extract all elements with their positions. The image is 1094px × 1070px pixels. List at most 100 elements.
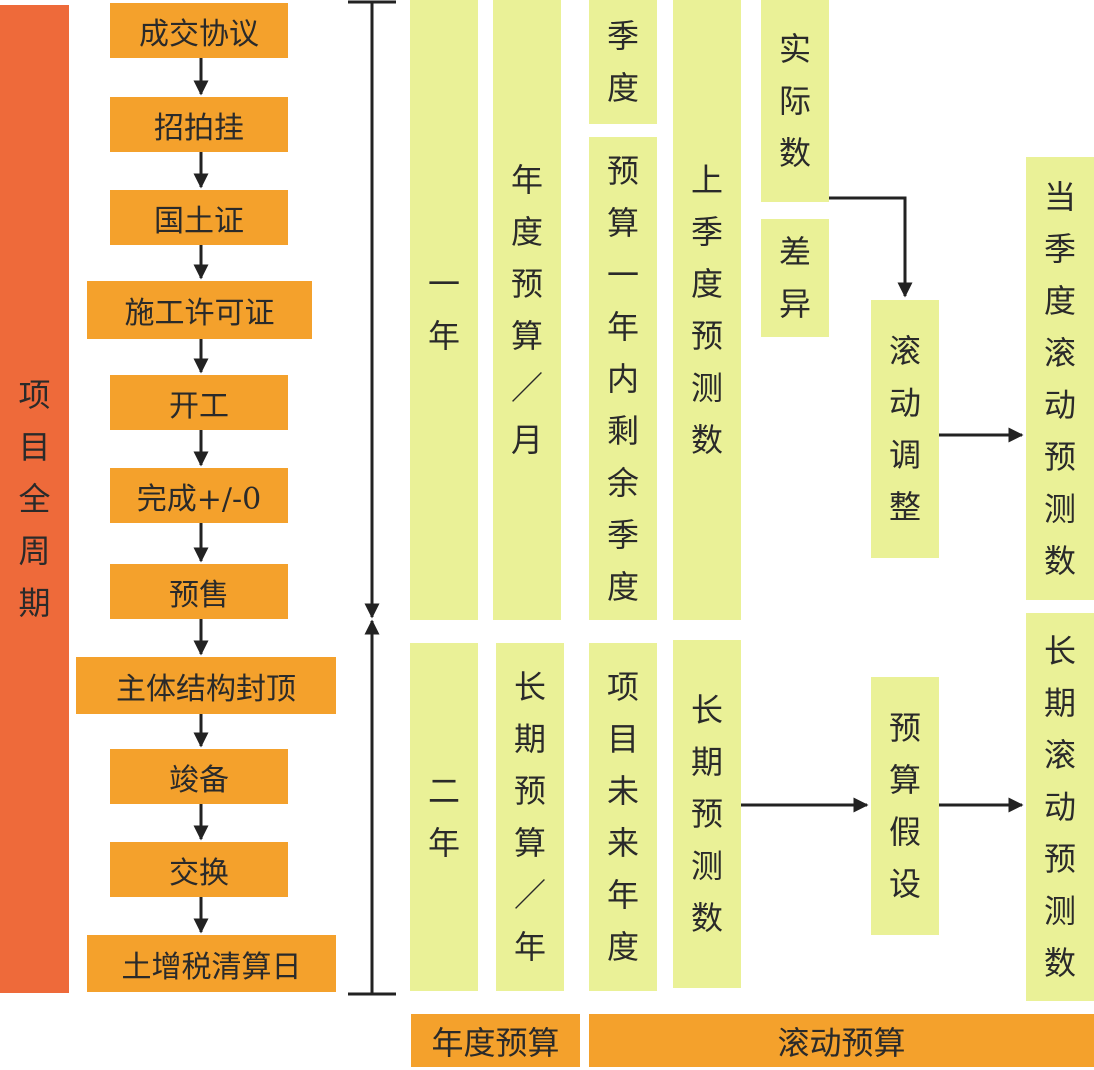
quarter-cell: 季度: [589, 0, 657, 124]
quarter-label: 季度: [607, 10, 639, 114]
glyph: 数: [690, 421, 723, 459]
future-years-cell: 项目未来年度: [589, 643, 657, 991]
glyph: 滚: [888, 332, 921, 370]
glyph: 年: [513, 928, 546, 966]
glyph: 调: [888, 436, 921, 474]
glyph: 动: [888, 384, 921, 422]
step-auction: 招拍挂: [110, 97, 288, 152]
glyph: 长: [690, 691, 723, 729]
glyph: 全: [18, 480, 51, 518]
glyph: 动: [1043, 788, 1076, 826]
glyph: 数: [778, 134, 811, 172]
glyph: 算: [513, 824, 546, 862]
glyph: 项: [18, 376, 51, 414]
quarter-rolling-forecast-cell: 当季度滚动预测数: [1026, 157, 1094, 600]
one-year-label: 一年: [428, 258, 460, 362]
glyph: 设: [888, 865, 921, 903]
glyph: 期: [690, 743, 723, 781]
long-term-forecast-cell: 长期预测数: [673, 640, 741, 988]
one-year-cell: 一年: [410, 0, 478, 620]
glyph: 年: [510, 161, 543, 199]
long-term-budget-cell: 长期预算／年: [496, 643, 564, 991]
glyph: 周: [18, 532, 51, 570]
annual-budget-monthly-cell: 年度预算／月: [493, 0, 561, 620]
glyph: 内: [606, 359, 639, 398]
two-year-cell: 二年: [410, 643, 478, 991]
glyph: 假: [888, 813, 921, 851]
glyph: 预: [1043, 840, 1076, 878]
glyph: 一: [427, 265, 460, 303]
lifecycle-bar: 项目全周期: [0, 5, 69, 993]
remaining-quarters-label: 预算一年内剩余季度: [607, 145, 639, 613]
glyph: 预: [513, 772, 546, 810]
glyph: 期: [513, 720, 546, 758]
glyph: 度: [510, 213, 543, 251]
glyph: 差: [778, 233, 811, 271]
glyph: 二: [427, 772, 460, 810]
step-groundbreaking: 开工: [110, 375, 288, 430]
glyph: 度: [690, 265, 723, 303]
glyph: 预: [888, 709, 921, 747]
budget-assumption-cell: 预算假设: [871, 677, 939, 935]
future-years-label: 项目未来年度: [607, 661, 639, 973]
rolling-adjust-label: 滚动调整: [889, 325, 921, 533]
step-completion-filing: 竣备: [110, 749, 288, 804]
glyph: 滚: [1043, 736, 1076, 774]
glyph: 实: [778, 30, 811, 68]
glyph: 年: [606, 307, 639, 346]
footer-annual-budget: 年度预算: [411, 1014, 580, 1067]
step-lat-settlement: 土增税清算日: [87, 935, 336, 992]
glyph: 数: [1043, 541, 1076, 580]
rolling-adjust-cell: 滚动调整: [871, 300, 939, 558]
glyph: 度: [606, 567, 639, 606]
step-agreement: 成交协议: [110, 3, 288, 58]
glyph: 度: [1043, 281, 1076, 320]
glyph: 目: [18, 428, 51, 466]
step-land-certificate: 国土证: [110, 190, 288, 245]
glyph: 预: [690, 317, 723, 355]
glyph: 测: [1043, 892, 1076, 930]
footer-rolling-budget: 滚动预算: [589, 1014, 1094, 1067]
glyph: 滚: [1043, 333, 1076, 372]
glyph: 测: [690, 847, 723, 885]
last-quarter-forecast-cell: 上季度预测数: [673, 0, 741, 620]
glyph: 余: [606, 463, 639, 502]
glyph: 测: [690, 369, 723, 407]
long-term-rolling-forecast-label: 长期滚动预测数: [1044, 625, 1076, 989]
glyph: 目: [606, 720, 639, 758]
glyph: 测: [1043, 489, 1076, 528]
glyph: 度: [606, 69, 639, 107]
step-topping-out: 主体结构封顶: [76, 657, 336, 714]
glyph: 动: [1043, 385, 1076, 424]
actual-cell: 实际数: [761, 0, 829, 202]
actual-label: 实际数: [779, 23, 811, 179]
last-quarter-forecast-label: 上季度预测数: [691, 154, 723, 466]
glyph: 期: [18, 584, 51, 622]
remaining-quarters-cell: 预算一年内剩余季度: [589, 137, 657, 620]
glyph: 算: [888, 761, 921, 799]
glyph: 季: [606, 515, 639, 554]
step-presale: 预售: [110, 564, 288, 619]
glyph: 剩: [606, 411, 639, 450]
variance-cell: 差异: [761, 219, 829, 337]
glyph: 长: [1043, 632, 1076, 670]
long-term-rolling-forecast-cell: 长期滚动预测数: [1026, 613, 1094, 1001]
glyph: 预: [606, 151, 639, 190]
glyph: 年: [427, 317, 460, 355]
glyph: 年: [606, 876, 639, 914]
glyph: 整: [888, 488, 921, 526]
glyph: 数: [1043, 944, 1076, 982]
step-construction-permit: 施工许可证: [87, 281, 312, 339]
glyph: 算: [606, 203, 639, 242]
glyph: 月: [510, 421, 543, 459]
budget-assumption-label: 预算假设: [889, 702, 921, 910]
glyph: 未: [606, 772, 639, 810]
step-zero-level: 完成+/-0: [110, 468, 288, 523]
glyph: 项: [606, 668, 639, 706]
glyph: 预: [1043, 437, 1076, 476]
glyph: 际: [778, 82, 811, 120]
glyph: 预: [510, 265, 543, 303]
long-term-budget-label: 长期预算／年: [514, 661, 546, 973]
glyph: 当: [1043, 177, 1076, 216]
glyph: 一: [606, 255, 639, 294]
